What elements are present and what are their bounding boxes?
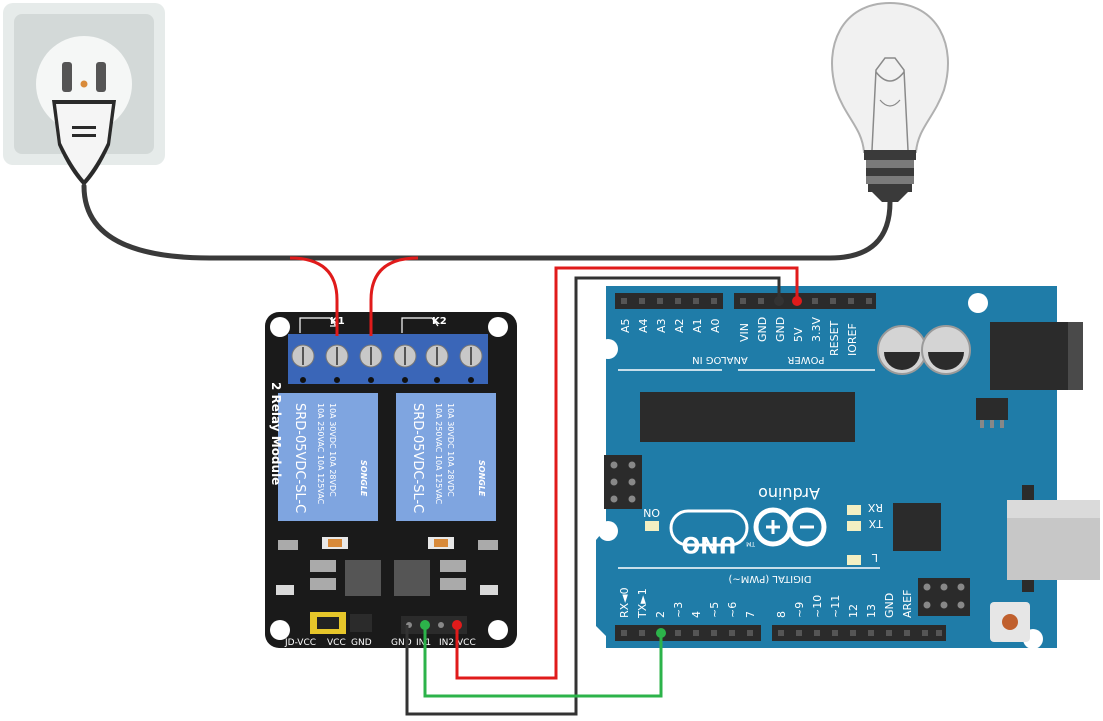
relay-k2-rating-1: 10A 250VAC 10A 125VAC [434,403,443,505]
microcontroller-chip [640,392,855,442]
uno-logo-text: UNO [682,531,737,556]
pin-label-5v: 5V [792,327,805,342]
relay-k2 [396,393,496,521]
relay-k2-model: SRD-05VDC-SL-C [410,403,425,513]
pin-label-gnd-digital: GND [883,593,896,618]
arduino-uno-board [596,286,1100,649]
mains-cable [81,183,893,261]
tm-mark: TM [746,540,756,547]
pin-label-a5: A5 [619,318,632,333]
pin-label-a1: A1 [691,318,704,333]
pin-label-d0: RX◄0 [618,587,631,618]
relay-k1-rating-1: 10A 250VAC 10A 125VAC [316,403,325,505]
pin-label-d2: 2 [654,611,667,618]
relay-k1-brand: SONGLE [359,460,368,497]
k2-label: K2 [432,316,447,327]
power-label: POWER [787,354,824,365]
wire-gnd [405,276,781,716]
power-plug [52,62,116,186]
pin-label-d10: ~10 [811,595,824,618]
pin-label-d4: 4 [690,611,703,618]
relay-k2-rating-2: 10A 30VDC 10A 28VDC [446,403,455,497]
wire-5v-end [792,296,802,306]
wire-signal-arduino-end [656,628,666,638]
relay-k1 [278,393,378,521]
relay-k1-rating-2: 10A 30VDC 10A 28VDC [328,403,337,497]
pin-label-a2: A2 [673,318,686,333]
digital-pwm-label: DIGITAL (PWM~) [728,573,811,584]
relay-k1-model: SRD-05VDC-SL-C [292,403,307,513]
mains-wire-to-relay-1 [289,256,339,336]
pin-label-ioref: IOREF [846,323,859,356]
arduino-brand: Arduino [758,484,820,503]
optocoupler [345,560,381,596]
input-header [401,616,467,634]
input-label-in2: IN2 [439,638,454,648]
pin-label-3v3: 3.3V [810,317,823,342]
pin-label-a0: A0 [709,318,722,333]
pin-label-d9: ~9 [793,602,806,618]
jumper-label-vcc: VCC [327,638,346,648]
pin-label-d7: 7 [744,611,757,618]
input-label-gnd: GND [391,638,412,648]
pin-label-d11: ~11 [829,595,842,618]
power-jack [990,322,1083,390]
wire-signal-relay-end [420,620,430,630]
optocoupler [394,560,430,596]
rx-led-label: RX [867,501,883,514]
pin-label-reset: RESET [828,320,841,356]
wire-signal [423,625,663,698]
analog-in-label: ANALOG IN [692,354,748,365]
pin-label-gnd-2: GND [774,317,787,342]
wire-5v-relay-end [452,620,462,630]
light-bulb [831,1,949,202]
pin-label-d1: TX►1 [636,588,649,619]
input-label-vcc: VCC [457,638,476,648]
on-led-label: ON [643,506,660,519]
pin-label-vin: VIN [738,323,751,342]
pin-label-d12: 12 [847,604,860,618]
pin-label-d8: 8 [775,611,788,618]
pin-label-d13: 13 [865,604,878,618]
pin-label-a4: A4 [637,318,650,333]
tx-led-label: TX [868,517,884,530]
relay-module-title: 2 Relay Module [269,382,283,485]
pin-label-d3: ~3 [672,602,685,618]
pin-label-gnd: GND [756,317,769,342]
pin-label-a3: A3 [655,318,668,333]
pin-label-d6: ~6 [726,602,739,618]
pin-label-d5: ~5 [708,602,721,618]
jumper-label-gnd: GND [351,638,372,648]
wire-5v [455,266,799,680]
pin-label-aref: AREF [901,590,914,618]
relay-k2-brand: SONGLE [477,460,486,497]
l-led-label: L [871,551,878,564]
jumper-label-jd-vcc: JD-VCC [284,638,316,648]
wire-gnd-end [774,296,784,306]
relay-module-board [265,312,517,648]
mains-wire-to-relay-2 [369,256,419,336]
